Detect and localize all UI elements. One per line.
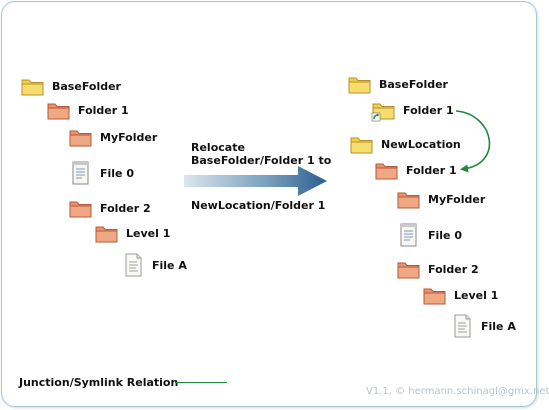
operation-line-1: Relocate [191,141,245,154]
node-label: File A [481,319,516,333]
right-node-file-a: File A [449,313,516,339]
junction-folder-icon [371,98,397,122]
orange-folder-icon [374,158,400,182]
left-node-folder-2: Folder 2 [68,195,151,221]
left-node-file-a: File A [120,252,187,278]
node-label: File 0 [100,166,134,180]
orange-folder-icon [422,283,448,307]
node-label: NewLocation [381,137,461,151]
left-node-folder-1: Folder 1 [46,97,129,123]
right-node-folder-1: Folder 1 [374,157,457,183]
operation-line-2: BaseFolder/Folder 1 to [191,154,332,167]
operation-line-3: NewLocation/Folder 1 [191,199,326,212]
text-file-icon [449,314,475,338]
document-file-icon [68,161,94,185]
node-label: File A [152,258,187,272]
orange-folder-icon [396,257,422,281]
right-node-newlocation: NewLocation [349,131,461,157]
right-node-myfolder: MyFolder [396,186,485,212]
node-label: BaseFolder [52,79,121,93]
left-node-basefolder: BaseFolder [20,73,121,99]
node-label: Level 1 [454,288,499,302]
node-label: Folder 2 [100,201,151,215]
frame-border [1,1,537,407]
node-label: BaseFolder [379,77,448,91]
orange-folder-icon [94,221,120,245]
orange-folder-icon [68,196,94,220]
node-label: Folder 1 [78,103,129,117]
legend-label: Junction/Symlink Relation [19,376,179,389]
node-label: MyFolder [428,192,486,206]
yellow-folder-icon [20,74,46,98]
orange-folder-icon [396,187,422,211]
right-node-level-1: Level 1 [422,282,498,308]
document-file-icon [396,223,422,247]
yellow-folder-icon [347,72,373,96]
legend-line [175,382,227,383]
right-node-basefolder: BaseFolder [347,71,448,97]
orange-folder-icon [68,125,94,149]
left-node-level-1: Level 1 [94,220,170,246]
node-label: File 0 [428,228,462,242]
yellow-folder-icon [349,132,375,156]
text-file-icon [120,253,146,277]
node-label: Folder 1 [403,103,454,117]
left-node-file-0: File 0 [68,160,134,186]
node-label: Level 1 [126,226,171,240]
right-node-folder-1-link: Folder 1 [371,97,454,123]
credit-text: V1.1, © hermann.schinagl@gmx.net [366,386,549,397]
node-label: Folder 2 [428,262,479,276]
node-label: Folder 1 [406,163,457,177]
node-label: MyFolder [100,130,158,144]
left-node-myfolder: MyFolder [68,124,157,150]
right-node-folder-2: Folder 2 [396,256,479,282]
right-node-file-0: File 0 [396,222,462,248]
orange-folder-icon [46,98,72,122]
